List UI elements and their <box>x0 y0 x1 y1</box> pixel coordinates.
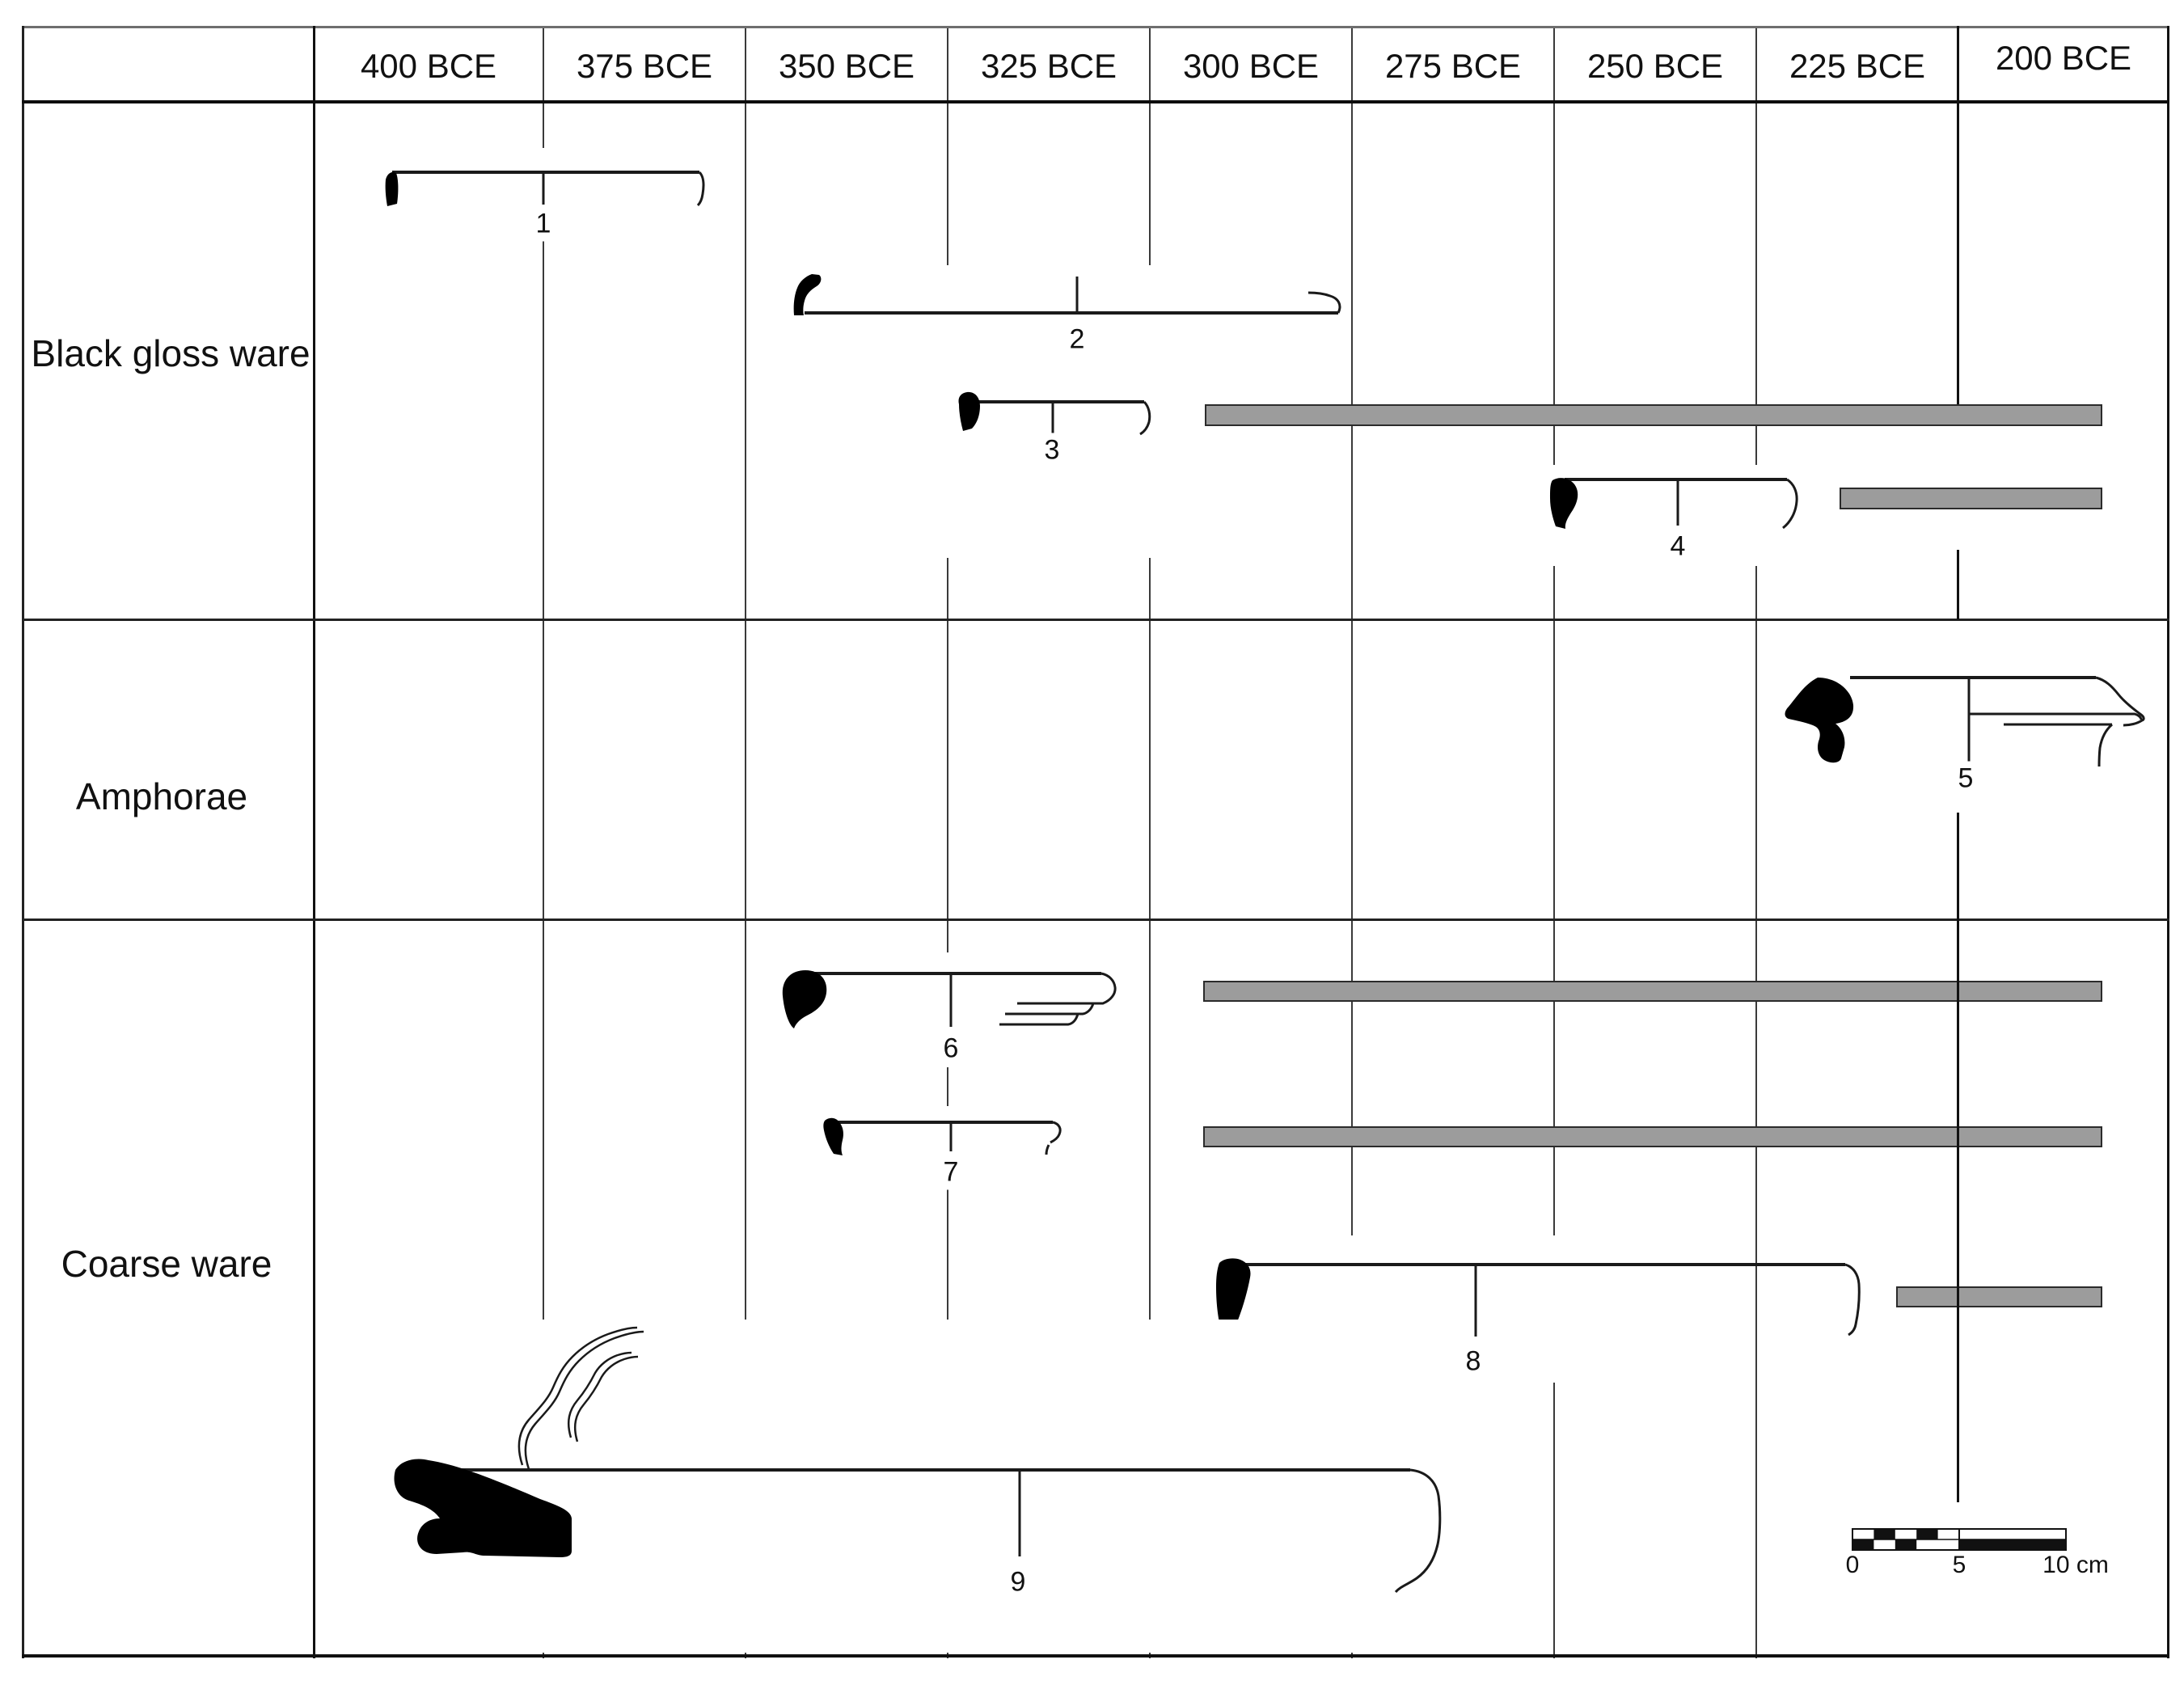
gridline-325-300 <box>1149 26 1151 1658</box>
row-separator-1 <box>22 619 2169 621</box>
gridline-300-275 <box>1351 26 1353 1658</box>
gridline-250-225 <box>1755 26 1757 1658</box>
figure-label-3: 3 <box>1039 433 1065 468</box>
date-range-bar-5 <box>1896 1286 2102 1307</box>
table-right-border <box>2167 26 2169 1658</box>
gridline-350-325 <box>947 26 948 1658</box>
gridline-225-200-mid <box>1957 550 1959 619</box>
header-separator <box>22 100 2169 103</box>
figure-label-1: 1 <box>530 206 556 242</box>
row-separator-2 <box>22 919 2169 921</box>
header-350-bce: 350 BCE <box>778 47 915 85</box>
header-275-bce: 275 BCE <box>1384 47 1522 85</box>
pottery-profile-9-drawing <box>356 1320 1465 1653</box>
gridline-375-350 <box>745 26 746 1658</box>
figure-label-5: 5 <box>1953 761 1979 796</box>
header-300-bce: 300 BCE <box>1182 47 1320 85</box>
scale-tick-label-0: 0 <box>1843 1552 1862 1579</box>
header-250-bce: 250 BCE <box>1586 47 1724 85</box>
row-label-coarse-ware: Coarse ware <box>61 1243 272 1285</box>
gridline-225-200-upper <box>1957 26 1959 404</box>
figure-label-8: 8 <box>1460 1344 1486 1379</box>
scale-tick-label-10cm: 10 cm <box>2040 1552 2111 1579</box>
row-label-black-gloss-ware: Black gloss ware <box>31 332 310 374</box>
gridline-400-375 <box>543 26 544 1658</box>
row-label-column-border <box>313 26 315 1658</box>
header-375-bce: 375 BCE <box>576 47 713 85</box>
row-label-amphorae: Amphorae <box>75 775 248 817</box>
date-range-bar-2 <box>1840 488 2102 509</box>
header-325-bce: 325 BCE <box>980 47 1117 85</box>
header-400-bce: 400 BCE <box>360 47 497 85</box>
pottery-profile-3-drawing <box>934 386 1168 558</box>
gridline-225-200-lower <box>1957 813 1959 1502</box>
figure-label-9: 9 <box>1005 1565 1031 1600</box>
figure-label-4: 4 <box>1665 529 1691 564</box>
figure-label-2: 2 <box>1064 322 1090 357</box>
date-range-bar-4 <box>1203 1126 2102 1147</box>
figure-label-7: 7 <box>938 1155 964 1190</box>
figure-label-6: 6 <box>938 1031 964 1066</box>
date-range-bar-3 <box>1203 981 2102 1002</box>
table-left-border <box>22 26 24 1658</box>
table-bottom-border <box>22 1654 2169 1658</box>
table-top-border <box>22 26 2169 28</box>
date-range-bar-1 <box>1205 404 2102 426</box>
header-200-bce: 200 BCE <box>1995 39 2132 77</box>
gridline-275-250 <box>1553 26 1555 1658</box>
header-225-bce: 225 BCE <box>1789 47 1926 85</box>
scale-tick-label-5: 5 <box>1950 1552 1969 1579</box>
combed-decoration-squiggle <box>517 1326 644 1470</box>
